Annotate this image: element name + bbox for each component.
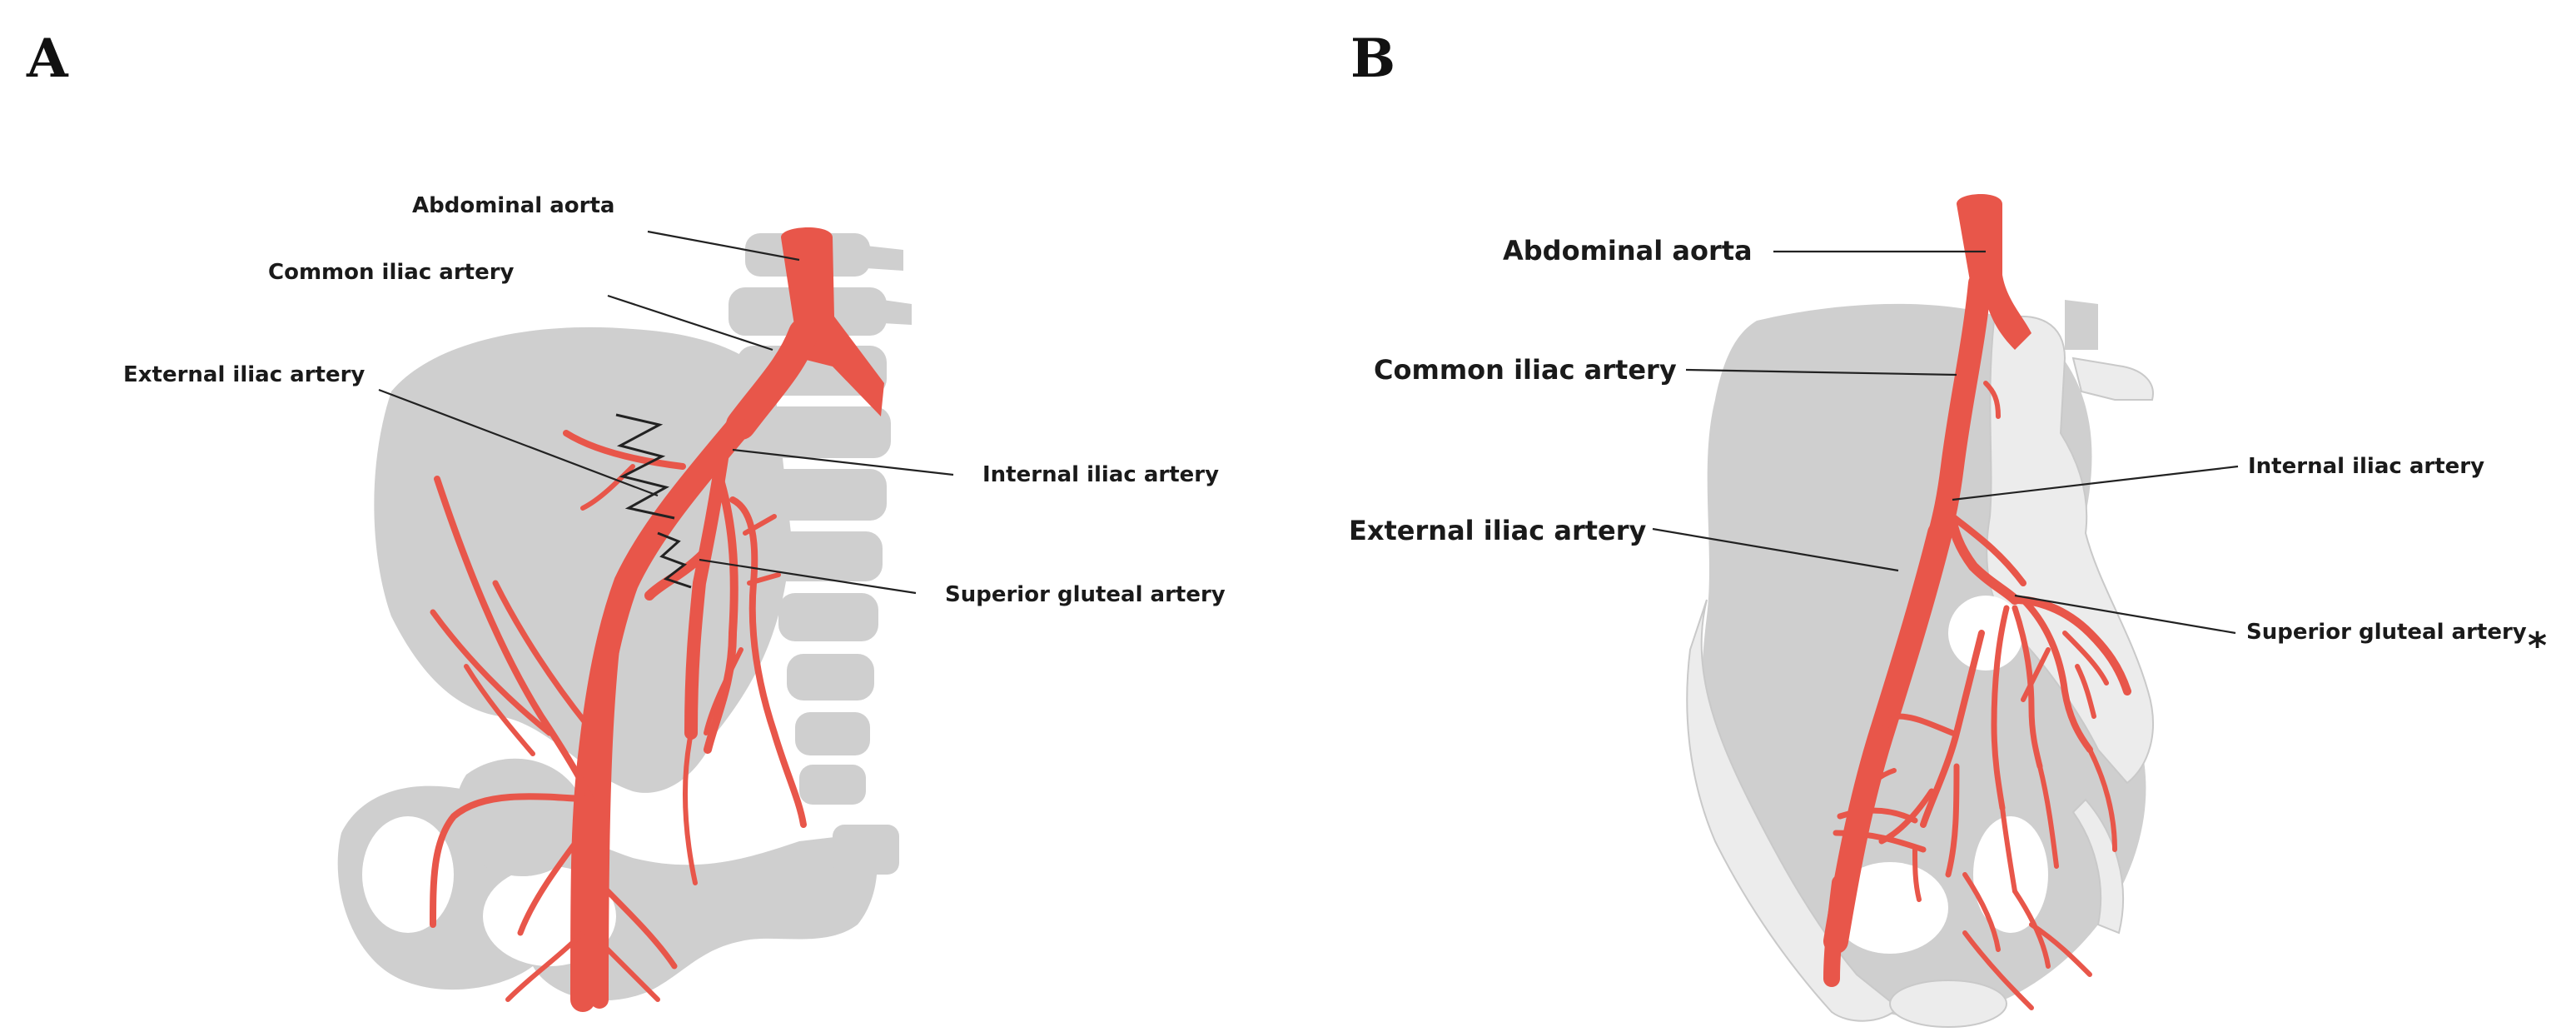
panel-a-labels: Abdominal aorta Common iliac artery Exte… <box>123 193 1226 607</box>
panel-b-superior-gluteal <box>2011 596 2131 695</box>
panel-a-common-iliac <box>726 318 818 440</box>
panel-a-femur-head <box>455 758 584 876</box>
panel-b-arteries <box>1823 193 2131 1010</box>
panel-b-label-internal-iliac: Internal iliac artery <box>2248 454 2484 479</box>
panel-a-label-external-iliac: External iliac artery <box>123 362 365 387</box>
panel-a-abdominal-aorta <box>781 227 884 416</box>
panel-a-ligation-marks <box>615 413 692 589</box>
panel-a-superior-gluteal <box>644 549 709 601</box>
panel-b-abdominal-aorta <box>1957 193 2031 350</box>
panel-a-arteries <box>430 227 884 1012</box>
panel-b-pubic-rami <box>1686 599 1900 1022</box>
panel-b-label-external-iliac: External iliac artery <box>1349 515 1647 546</box>
panel-b-common-iliac <box>1928 272 1992 545</box>
panel-a-label-common-iliac: Common iliac artery <box>268 260 515 285</box>
panel-a-label-internal-iliac: Internal iliac artery <box>982 462 1219 487</box>
panel-a: A <box>26 27 1226 1012</box>
panel-b-label-abdominal-aorta: Abdominal aorta <box>1503 235 1753 267</box>
panel-b-letter: B <box>1350 27 1395 90</box>
panel-a-internal-iliac <box>684 435 731 740</box>
panel-b-label-common-iliac: Common iliac artery <box>1374 354 1677 386</box>
panel-a-label-abdominal-aorta: Abdominal aorta <box>412 193 614 218</box>
panel-b-label-superior-gluteal: Superior gluteal artery <box>2246 620 2527 645</box>
panel-b-asterisk: * <box>2528 625 2547 667</box>
panel-b-labels: Abdominal aorta Common iliac artery Exte… <box>1349 235 2547 667</box>
panel-b: B <box>1349 27 2547 1028</box>
panel-b-internal-iliac <box>1943 495 2020 605</box>
panel-b-pelvis-illustration <box>1686 300 2154 1028</box>
panel-a-label-superior-gluteal: Superior gluteal artery <box>945 582 1226 607</box>
panel-a-letter: A <box>26 27 69 90</box>
panel-b-pubic-symphysis <box>1889 980 2007 1028</box>
